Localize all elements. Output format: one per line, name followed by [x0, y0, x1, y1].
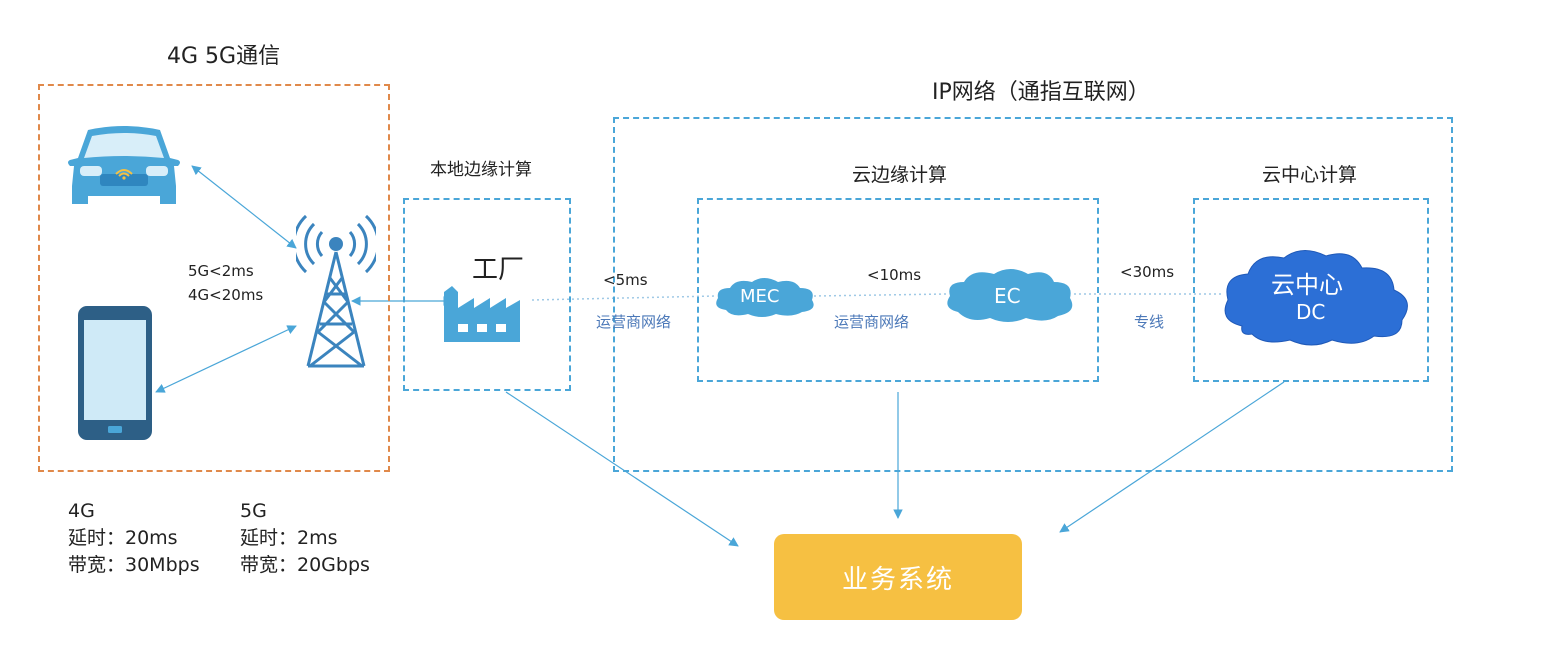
comm-title: 4G 5G通信 — [167, 44, 281, 69]
stats-5g: 5G 延时：2ms 带宽：20Gbps — [240, 498, 370, 579]
dc-label-line2: DC — [1296, 300, 1326, 324]
stats-4g-delay: 延时：20ms — [68, 527, 178, 549]
stats-5g-name: 5G — [240, 500, 267, 522]
factory-label: 工厂 — [472, 255, 525, 285]
factory-icon — [444, 286, 520, 342]
cloud-center-title: 云中心计算 — [1262, 164, 1358, 186]
ip-network-title: IP网络（通指互联网） — [932, 80, 1150, 105]
car-icon — [68, 126, 180, 204]
mec-label: MEC — [740, 286, 780, 307]
stats-4g-bandwidth: 带宽：30Mbps — [68, 554, 200, 576]
stats-5g-delay: 延时：2ms — [240, 527, 338, 549]
network-operator-2: 运营商网络 — [834, 313, 910, 331]
car-tower-link — [191, 165, 297, 249]
cloud-edge-box — [697, 198, 1099, 382]
dc-label-line1: 云中心 — [1271, 271, 1343, 299]
ec-cloud-icon — [947, 269, 1073, 322]
factory-mec-link — [531, 295, 717, 301]
business-system-box: 业务系统 — [774, 534, 1022, 620]
ec-label: EC — [994, 284, 1021, 308]
cell-tower-icon — [296, 214, 376, 368]
ip-network-region — [613, 117, 1453, 472]
network-dedicated: 专线 — [1134, 313, 1165, 331]
mec-ec-link — [813, 293, 949, 297]
stats-4g-name: 4G — [68, 500, 95, 522]
latency-to-dc: <30ms — [1120, 263, 1175, 281]
latency-4g: 4G<20ms — [188, 286, 264, 304]
mec-cloud-icon — [716, 278, 814, 317]
stats-5g-bandwidth: 带宽：20Gbps — [240, 554, 370, 576]
latency-to-factory: <5ms — [603, 271, 648, 289]
business-system-label: 业务系统 — [841, 564, 954, 595]
local-edge-title: 本地边缘计算 — [430, 160, 532, 180]
local-edge-box — [403, 198, 571, 391]
cloud-edge-title: 云边缘计算 — [852, 164, 948, 186]
phone-icon — [78, 306, 152, 440]
phone-tower-link — [155, 325, 297, 393]
cloud-center-box — [1193, 198, 1429, 382]
dc-cloud-icon — [1224, 250, 1408, 346]
network-operator-1: 运营商网络 — [596, 313, 672, 331]
stats-4g: 4G 延时：20ms 带宽：30Mbps — [68, 498, 200, 579]
latency-5g: 5G<2ms — [188, 262, 254, 280]
center-business-arrow — [1059, 381, 1285, 533]
latency-mec-ec: <10ms — [867, 266, 922, 284]
local-business-arrow — [505, 391, 739, 547]
comm-region — [38, 84, 390, 472]
